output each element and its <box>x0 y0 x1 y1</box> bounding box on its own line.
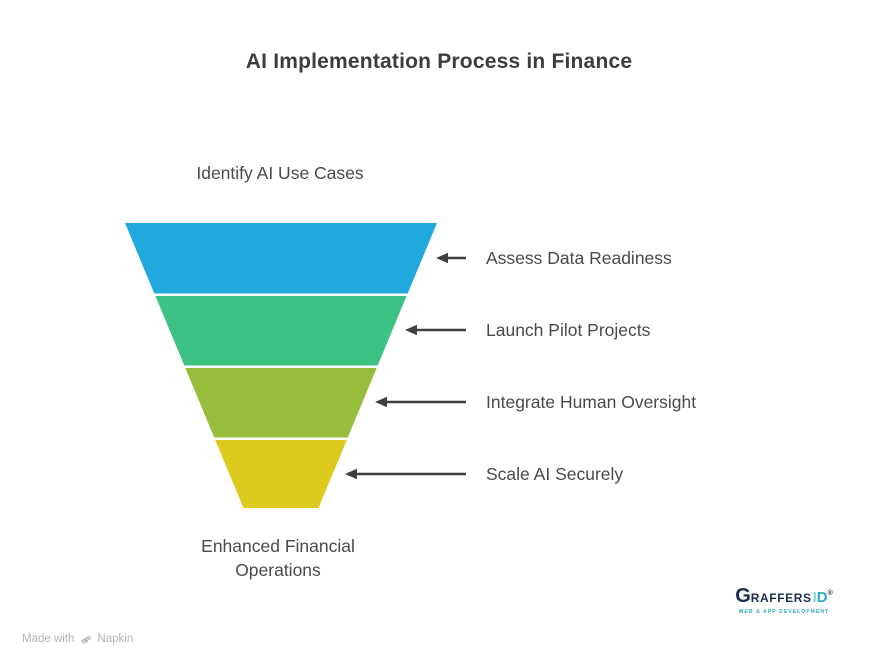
logo-letters-raffers: RAFFERS <box>750 591 812 605</box>
funnel-output-label: Enhanced Financial Operations <box>201 536 355 580</box>
registered-trademark-icon: ® <box>827 590 833 597</box>
funnel-stage-2-shape <box>155 296 407 366</box>
credit-prefix: Made with <box>22 633 75 645</box>
arrow-stage-3 <box>375 396 466 408</box>
stage-label-integrate-human-oversight: Integrate Human Oversight <box>486 392 697 412</box>
page-title: AI Implementation Process in Finance <box>245 50 633 73</box>
arrow-stage-1 <box>436 252 466 264</box>
logo-letter-i: I <box>812 589 817 606</box>
credit-brand: Napkin <box>97 633 134 645</box>
arrow-stage-4 <box>345 468 466 480</box>
arrow-stage-2 <box>405 324 466 336</box>
logo-letter-g: G <box>735 585 751 607</box>
made-with-napkin-credit[interactable]: Made with Napkin <box>22 633 133 645</box>
funnel-stage-3-shape <box>185 368 377 438</box>
funnel-stage-4-shape <box>215 440 347 508</box>
funnel-input-label: Identify AI Use Cases <box>196 163 364 183</box>
graffersid-tagline: WEB & APP DEVELOPMENT <box>738 609 830 615</box>
stage-label-launch-pilot-projects: Launch Pilot Projects <box>486 320 651 340</box>
funnel-stage-1-shape <box>125 223 437 294</box>
graffersid-logo: G RAFFERS I D ® WEB & APP DEVELOPMENT <box>728 585 840 615</box>
graffersid-wordmark: G RAFFERS I D ® <box>728 585 840 608</box>
logo-letter-d: D <box>816 589 828 606</box>
stage-label-assess-data-readiness: Assess Data Readiness <box>486 248 672 268</box>
napkin-logo-icon <box>79 633 92 645</box>
stage-label-scale-ai-securely: Scale AI Securely <box>486 464 624 484</box>
